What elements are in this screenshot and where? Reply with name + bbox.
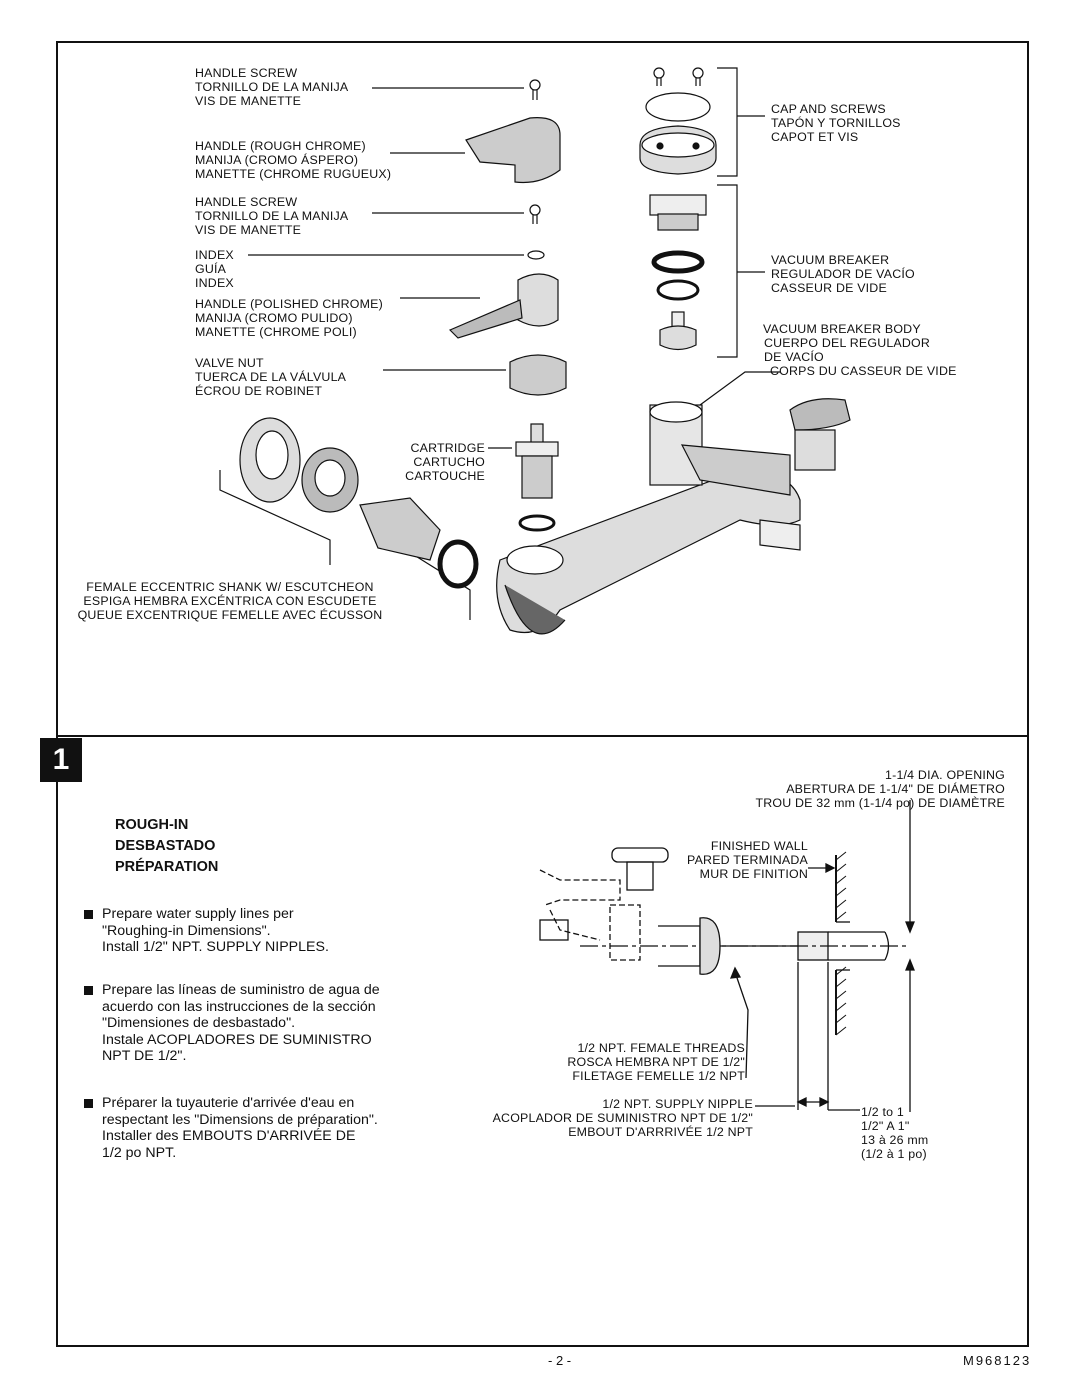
handle-screw-label-2: HANDLE SCREW TORNILLO DE LA MANIJA VIS D… (195, 195, 348, 237)
page-frame (56, 41, 1029, 1347)
instruction-line: Installer des EMBOUTS D'ARRIVÉE DE (102, 1128, 356, 1144)
instruction-line: NPT DE 1/2". (102, 1048, 187, 1064)
document-code: M968123 (963, 1353, 1032, 1368)
cartridge-label: CARTRIDGE CARTUCHO CARTOUCHE (395, 441, 485, 483)
index-label: INDEX GUÍA INDEX (195, 248, 234, 290)
label-line: TROU DE 32 mm (1-1/4 po) DE DIAMÈTRE (755, 796, 1005, 810)
instruction-line: Install 1/2" NPT. SUPPLY NIPPLES. (102, 939, 329, 955)
page-number: - 2 - (548, 1353, 572, 1368)
label-line: DE VACÍO (764, 350, 824, 364)
label-line: TAPÓN Y TORNILLOS (771, 116, 901, 130)
bullet-icon (84, 1099, 93, 1108)
vacuum-breaker-body-label: VACUUM BREAKER BODY CUERPO DEL REGULADOR… (763, 322, 957, 378)
label-line: CASSEUR DE VIDE (771, 281, 887, 295)
label-line: VACUUM BREAKER BODY (763, 322, 921, 336)
bullet-icon (84, 910, 93, 919)
label-line: HANDLE SCREW (195, 195, 298, 209)
label-line: MANETTE (CHROME POLI) (195, 325, 357, 339)
valve-nut-label: VALVE NUT TUERCA DE LA VÁLVULA ÉCROU DE … (195, 356, 346, 398)
label-line: ROSCA HEMBRA NPT DE 1/2" (567, 1055, 745, 1069)
label-line: VIS DE MANETTE (195, 223, 302, 237)
nipple-length-dimension: 1/2 to 1 1/2" A 1" 13 à 26 mm (1/2 à 1 p… (861, 1105, 928, 1161)
label-line: GUÍA (195, 262, 227, 276)
label-line: HANDLE (POLISHED CHROME) (195, 297, 383, 311)
label-line: QUEUE EXCENTRIQUE FEMELLE AVEC ÉCUSSON (77, 608, 383, 622)
label-line: ACOPLADOR DE SUMINISTRO NPT DE 1/2" (492, 1111, 753, 1125)
label-line: MUR DE FINITION (699, 867, 808, 881)
label-line: CARTOUCHE (405, 469, 485, 483)
label-line: FINISHED WALL (710, 839, 808, 853)
label-line: EMBOUT D'ARRRIVÉE 1/2 NPT (568, 1125, 753, 1139)
instruction-line: Préparer la tuyauterie d'arrivée d'eau e… (102, 1095, 355, 1111)
label-line: TORNILLO DE LA MANIJA (195, 80, 349, 94)
label-line: CARTRIDGE (410, 441, 485, 455)
handle-screw-label: HANDLE SCREW TORNILLO DE LA MANIJA VIS D… (195, 66, 348, 108)
heading-line: ROUGH-IN (115, 817, 189, 833)
label-line: CUERPO DEL REGULADOR (764, 336, 931, 350)
label-line: HANDLE (ROUGH CHROME) (195, 139, 366, 153)
label-line: CORPS DU CASSEUR DE VIDE (770, 364, 957, 378)
label-line: VIS DE MANETTE (195, 94, 302, 108)
label-line: MANETTE (CHROME RUGUEUX) (195, 167, 392, 181)
eccentric-shank-label: FEMALE ECCENTRIC SHANK W/ ESCUTCHEON ESP… (60, 580, 400, 622)
label-line: (1/2 à 1 po) (861, 1147, 927, 1161)
label-line: ÉCROU DE ROBINET (195, 384, 323, 398)
label-line: 1/2 NPT. SUPPLY NIPPLE (602, 1097, 753, 1111)
label-line: CAPOT ET VIS (771, 130, 859, 144)
label-line: PARED TERMINADA (687, 853, 808, 867)
label-line: CARTUCHO (413, 455, 485, 469)
label-line: CAP AND SCREWS (771, 102, 886, 116)
label-line: FEMALE ECCENTRIC SHANK W/ ESCUTCHEON (86, 580, 374, 594)
heading-line: PRÉPARATION (115, 859, 219, 875)
instruction-line: acuerdo con las instrucciones de la secc… (102, 998, 376, 1015)
label-line: INDEX (195, 276, 234, 290)
section-heading: ROUGH-IN DESBASTADO PRÉPARATION (115, 815, 218, 878)
supply-nipple-label: 1/2 NPT. SUPPLY NIPPLE ACOPLADOR DE SUMI… (455, 1097, 753, 1139)
instruction-line: Instale ACOPLADORES DE SUMINISTRO (102, 1031, 372, 1048)
finished-wall-label: FINISHED WALL PARED TERMINADA MUR DE FIN… (620, 839, 808, 881)
instruction-line: "Dimensiones de desbastado". (102, 1015, 296, 1031)
female-threads-label: 1/2 NPT. FEMALE THREADS ROSCA HEMBRA NPT… (520, 1041, 745, 1083)
label-line: ESPIGA HEMBRA EXCÉNTRICA CON ESCUDETE (83, 594, 377, 608)
label-line: HANDLE SCREW (195, 66, 298, 80)
handle-polished-chrome-label: HANDLE (POLISHED CHROME) MANIJA (CROMO P… (195, 297, 383, 339)
label-line: MANIJA (CROMO ÁSPERO) (195, 153, 359, 167)
vacuum-breaker-label: VACUUM BREAKER REGULADOR DE VACÍO CASSEU… (771, 253, 915, 295)
bullet-icon (84, 986, 93, 995)
label-line: ABERTURA DE 1-1/4" DE DIÁMETRO (786, 782, 1005, 796)
label-line: 13 à 26 mm (861, 1133, 929, 1147)
label-line: VALVE NUT (195, 356, 264, 370)
instruction-line: 1/2 po NPT. (102, 1144, 177, 1161)
label-line: 1/2 NPT. FEMALE THREADS (577, 1041, 745, 1055)
label-line: 1-1/4 DIA. OPENING (885, 768, 1005, 782)
label-line: VACUUM BREAKER (771, 253, 890, 267)
step-number-badge: 1 (40, 738, 82, 782)
instruction-line: respectant les "Dimensions de préparatio… (102, 1111, 378, 1128)
section-divider (56, 735, 1029, 737)
label-line: INDEX (195, 248, 234, 262)
handle-rough-chrome-label: HANDLE (ROUGH CHROME) MANIJA (CROMO ÁSPE… (195, 139, 391, 181)
label-line: FILETAGE FEMELLE 1/2 NPT (572, 1069, 745, 1083)
label-line: 1/2" A 1" (861, 1119, 910, 1133)
label-line: TORNILLO DE LA MANIJA (195, 209, 349, 223)
instruction-line: Prepare water supply lines per (102, 906, 294, 922)
cap-and-screws-label: CAP AND SCREWS TAPÓN Y TORNILLOS CAPOT E… (771, 102, 901, 144)
opening-diameter-label: 1-1/4 DIA. OPENING ABERTURA DE 1-1/4" DE… (700, 768, 1005, 810)
label-line: 1/2 to 1 (861, 1105, 904, 1119)
label-line: TUERCA DE LA VÁLVULA (195, 370, 347, 384)
instruction-line: Prepare las líneas de suministro de agua… (102, 982, 380, 998)
heading-line: DESBASTADO (115, 838, 216, 854)
instruction-line: "Roughing-in Dimensions". (102, 922, 271, 939)
label-line: MANIJA (CROMO PULIDO) (195, 311, 353, 325)
label-line: REGULADOR DE VACÍO (771, 267, 915, 281)
